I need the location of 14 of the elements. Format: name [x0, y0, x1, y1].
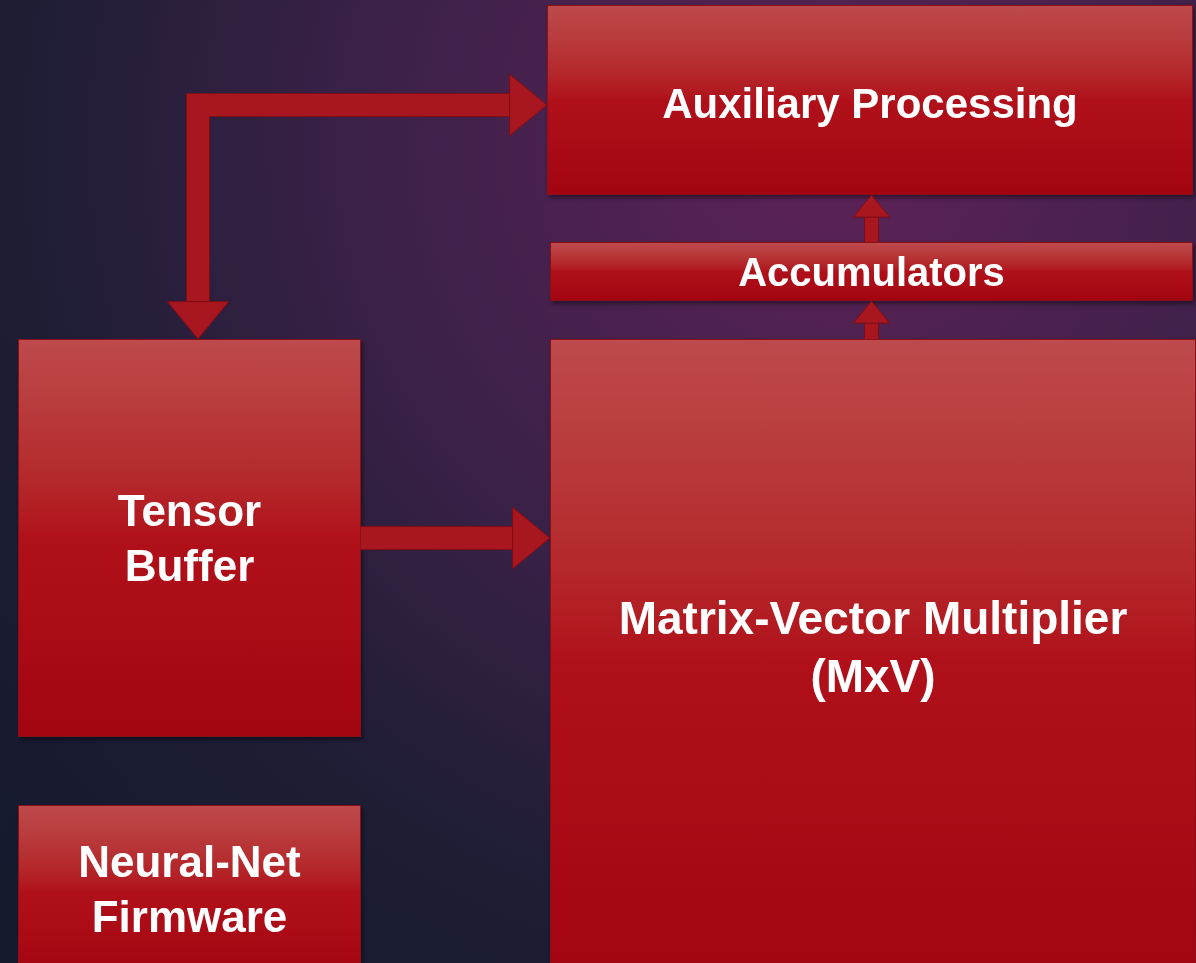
process-box — [18, 805, 361, 963]
box-label: Tensor Buffer — [116, 485, 263, 592]
arrow — [166, 73, 548, 340]
box-label: Auxiliary Processing — [662, 79, 1078, 129]
box-label: Accumulators — [738, 248, 1005, 296]
process-box — [547, 5, 1193, 195]
box-label: Neural-Net Firmware — [77, 836, 302, 943]
box-label: Matrix-Vector Multiplier (MxV) — [617, 591, 1129, 704]
arrow — [361, 506, 551, 570]
process-box — [550, 242, 1193, 301]
arrow — [852, 194, 891, 242]
process-box — [18, 339, 361, 737]
process-box — [550, 339, 1196, 963]
arrow — [852, 300, 891, 339]
